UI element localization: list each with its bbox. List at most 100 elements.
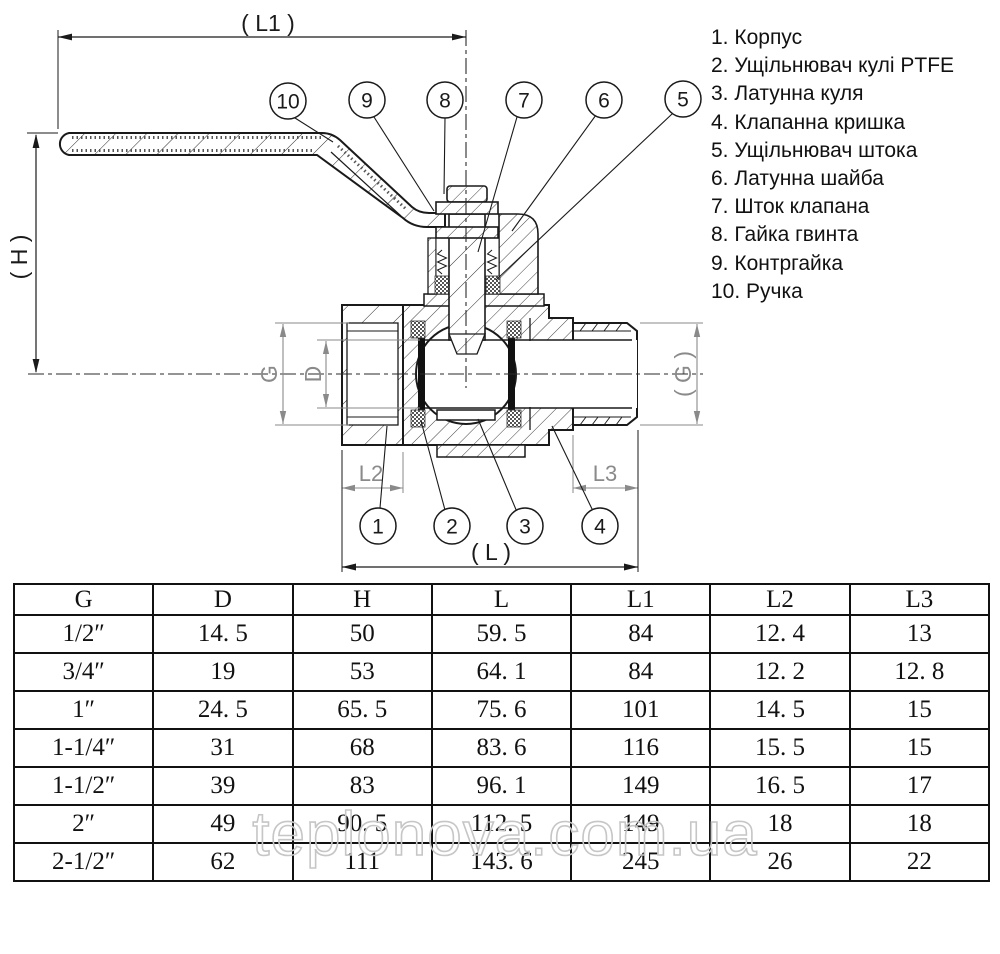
callout-5: 5 — [664, 80, 702, 118]
table-cell: 12. 8 — [848, 652, 991, 692]
table-cell: 17 — [848, 766, 991, 806]
table-cell: 96. 1 — [430, 766, 573, 806]
table-cell: 62 — [152, 842, 294, 882]
parts-list-item: 9. Контргайка — [711, 251, 844, 275]
callout-6: 6 — [585, 81, 623, 119]
table-cell: 3/4″ — [12, 652, 155, 692]
callout-8-label: 8 — [439, 90, 451, 113]
stem-spring-right — [486, 249, 498, 275]
parts-list-item: 10. Ручка — [711, 279, 803, 303]
stem-assembly — [423, 185, 545, 355]
table-cell: 75. 6 — [430, 690, 573, 730]
dim-label-l1: ( L1 ) — [241, 10, 295, 36]
table-cell: 59. 5 — [430, 614, 573, 654]
stem-spring-left — [436, 249, 448, 275]
table-cell: 101 — [570, 690, 712, 730]
callout-6-label: 6 — [598, 90, 610, 113]
callout-1: 1 — [359, 507, 397, 545]
thread-tick-marks — [579, 322, 623, 426]
table-header-cell: L — [430, 583, 573, 616]
table-header-cell: L1 — [570, 583, 712, 616]
table-cell: 112. 5 — [430, 804, 573, 844]
callout-leaders — [294, 113, 673, 513]
dim-label-h: ( H ) — [6, 235, 32, 280]
table-cell: 2-1/2″ — [12, 842, 155, 882]
table-cell: 26 — [709, 842, 851, 882]
table-cell: 18 — [709, 804, 851, 844]
table-cell: 90. 5 — [291, 804, 433, 844]
callout-4: 4 — [581, 507, 619, 545]
parts-list-item: 8. Гайка гвинта — [711, 223, 859, 247]
table-cell: 65. 5 — [291, 690, 433, 730]
ball-seat-ring — [436, 409, 496, 421]
dimension-l1: ( L1 ) — [57, 10, 466, 129]
valve-bonnet — [498, 213, 539, 295]
dim-label-l2: L2 — [359, 461, 383, 486]
table-header-cell: G — [12, 583, 155, 616]
table-cell: 24. 5 — [152, 690, 294, 730]
table-cell: 143. 6 — [430, 842, 573, 882]
seal-pack-tl — [410, 320, 426, 339]
callout-10-label: 10 — [276, 91, 299, 114]
table-cell: 1-1/2″ — [12, 766, 155, 806]
table-cell: 16. 5 — [709, 766, 851, 806]
table-header-cell: L2 — [709, 583, 851, 616]
table-cell: 22 — [848, 842, 991, 882]
callout-9: 9 — [348, 81, 386, 119]
table-cell: 83 — [291, 766, 433, 806]
handle-grip-stipple-slope — [336, 144, 408, 211]
callout-8: 8 — [426, 81, 464, 119]
table-cell: 14. 5 — [709, 690, 851, 730]
table-cell: 116 — [570, 728, 712, 768]
parts-list-item: 7. Шток клапана — [711, 195, 870, 219]
dimension-g-ref: ( G ) — [640, 322, 703, 426]
callout-9-label: 9 — [361, 90, 373, 113]
dim-label-l: ( L ) — [471, 539, 511, 565]
table-header-cell: H — [291, 583, 433, 616]
dimension-l: ( L ) — [341, 430, 639, 572]
callout-balloons: 10 9 8 7 6 5 1 — [269, 80, 702, 545]
stem-locknut — [435, 201, 499, 215]
table-cell: 15. 5 — [709, 728, 851, 768]
handle-part — [58, 132, 446, 228]
callout-7: 7 — [505, 81, 543, 119]
table-cell: 18 — [848, 804, 991, 844]
table-cell: 39 — [152, 766, 294, 806]
callout-2-label: 2 — [446, 516, 458, 539]
stem-tongue — [448, 333, 486, 355]
parts-list-item: 6. Латунна шайба — [711, 167, 884, 191]
table-cell: 1/2″ — [12, 614, 155, 654]
parts-list-item: 4. Клапанна кришка — [711, 110, 906, 134]
table-cell: 68 — [291, 728, 433, 768]
table-cell: 84 — [570, 614, 712, 654]
table-cell: 15 — [848, 728, 991, 768]
dimension-l3: L3 — [572, 435, 638, 493]
callout-2: 2 — [433, 507, 471, 545]
body-bottom-boss — [436, 444, 526, 458]
stem-seal-right — [485, 275, 501, 295]
dim-label-g-ref: ( G ) — [670, 351, 696, 397]
table-cell: 149 — [570, 766, 712, 806]
table-cell: 1″ — [12, 690, 155, 730]
parts-list-item: 1. Корпус — [711, 26, 803, 49]
dim-label-d: D — [300, 366, 326, 383]
table-cell: 31 — [152, 728, 294, 768]
table-cell: 19 — [152, 652, 294, 692]
callout-5-label: 5 — [677, 89, 689, 112]
callout-3-label: 3 — [519, 516, 531, 539]
table-cell: 49 — [152, 804, 294, 844]
table-cell: 12. 4 — [709, 614, 851, 654]
dimension-l2: L2 — [342, 452, 404, 493]
dim-label-g: G — [256, 365, 282, 383]
seal-pack-tr — [506, 320, 522, 339]
table-cell: 149 — [570, 804, 712, 844]
table-cell: 15 — [848, 690, 991, 730]
table-cell: 64. 1 — [430, 652, 573, 692]
parts-list-item: 2. Ущільнювач кулі PTFE — [711, 54, 955, 78]
